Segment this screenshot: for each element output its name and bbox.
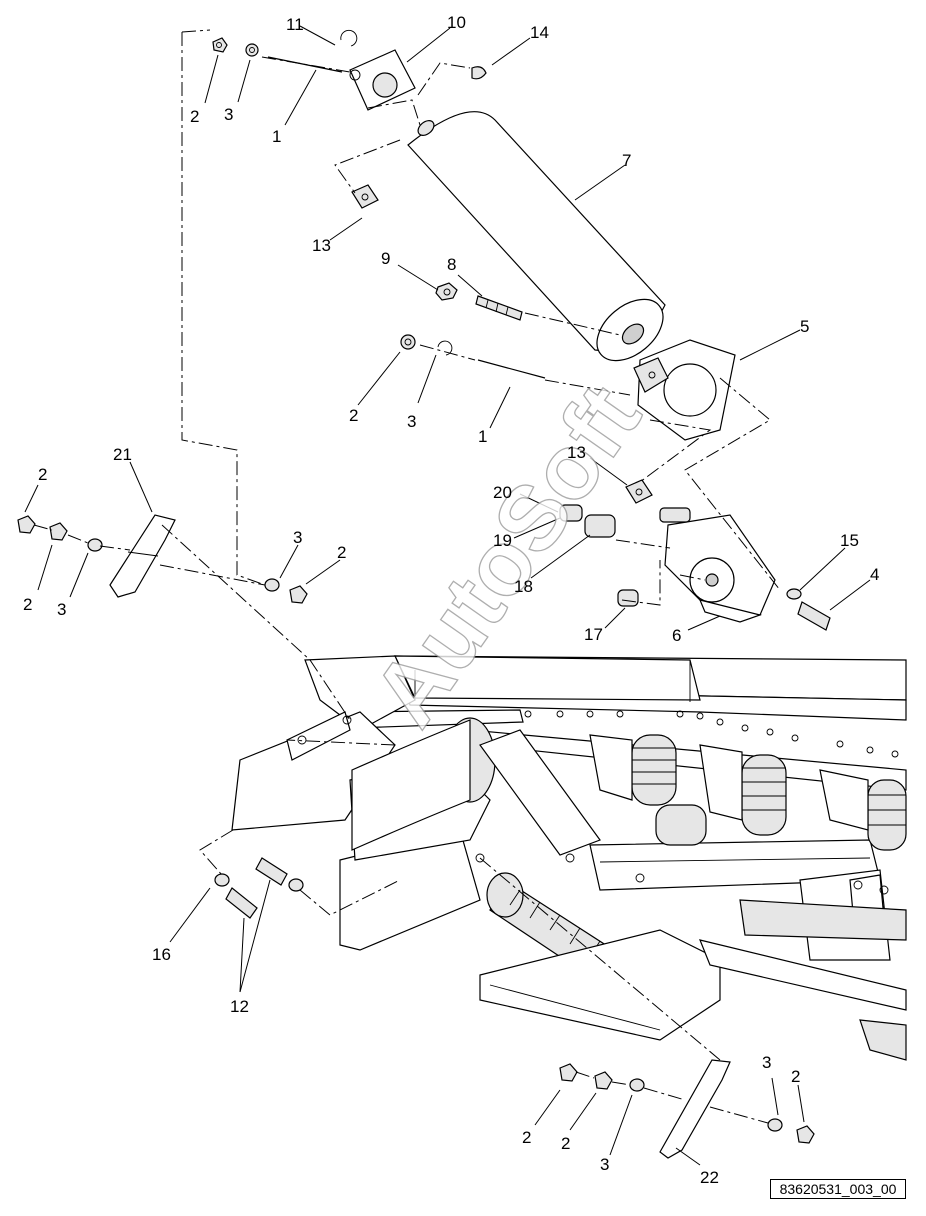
reference-code-label: 83620531_003_00	[770, 1179, 906, 1199]
callout-15: 15	[840, 531, 859, 550]
roller-cylinder	[407, 111, 666, 362]
callout-1: 1	[478, 427, 487, 446]
callout-1: 1	[272, 127, 281, 146]
conveyor-frame-assembly	[231, 655, 907, 1061]
callout-5: 5	[800, 317, 809, 336]
bracket-left	[17, 514, 308, 604]
callout-2: 2	[349, 406, 358, 425]
callout-2: 2	[561, 1134, 570, 1153]
bolts-lower-left	[214, 857, 304, 919]
callout-9: 9	[381, 249, 390, 268]
callout-13: 13	[567, 443, 586, 462]
callout-2: 2	[522, 1128, 531, 1147]
bracket-right	[559, 1059, 815, 1159]
callout-4: 4	[870, 565, 879, 584]
callout-8: 8	[447, 255, 456, 274]
callout-12: 12	[230, 997, 249, 1016]
callout-7: 7	[622, 151, 631, 170]
callout-2: 2	[38, 465, 47, 484]
callout-3: 3	[600, 1155, 609, 1174]
callout-18: 18	[514, 577, 533, 596]
bearing-plate-upper	[212, 29, 487, 209]
leader-lines	[24, 25, 871, 1166]
callout-14: 14	[530, 23, 549, 42]
bearing-plate-lower	[400, 282, 736, 441]
callout-20: 20	[493, 483, 512, 502]
callout-2: 2	[190, 107, 199, 126]
callout-2: 2	[337, 543, 346, 562]
callout-16: 16	[152, 945, 171, 964]
callout-19: 19	[493, 531, 512, 550]
assembly-lines	[33, 29, 781, 1124]
motor-gear-unit	[559, 479, 831, 631]
callout-3: 3	[762, 1053, 771, 1072]
callout-2: 2	[791, 1067, 800, 1086]
callout-3: 3	[224, 105, 233, 124]
callout-3: 3	[293, 528, 302, 547]
callout-2: 2	[23, 595, 32, 614]
spring-coils	[631, 734, 907, 851]
callout-13: 13	[312, 236, 331, 255]
callout-10: 10	[447, 13, 466, 32]
callout-21: 21	[113, 445, 132, 464]
callout-3: 3	[57, 600, 66, 619]
callout-6: 6	[672, 626, 681, 645]
callouts: 11 10 14 2 3 1 7 13 9 8 5 2 3 1 13 21 2 …	[23, 13, 879, 1187]
callout-3: 3	[407, 412, 416, 431]
callout-17: 17	[584, 625, 603, 644]
callout-11: 11	[286, 15, 304, 34]
callout-22: 22	[700, 1168, 719, 1187]
